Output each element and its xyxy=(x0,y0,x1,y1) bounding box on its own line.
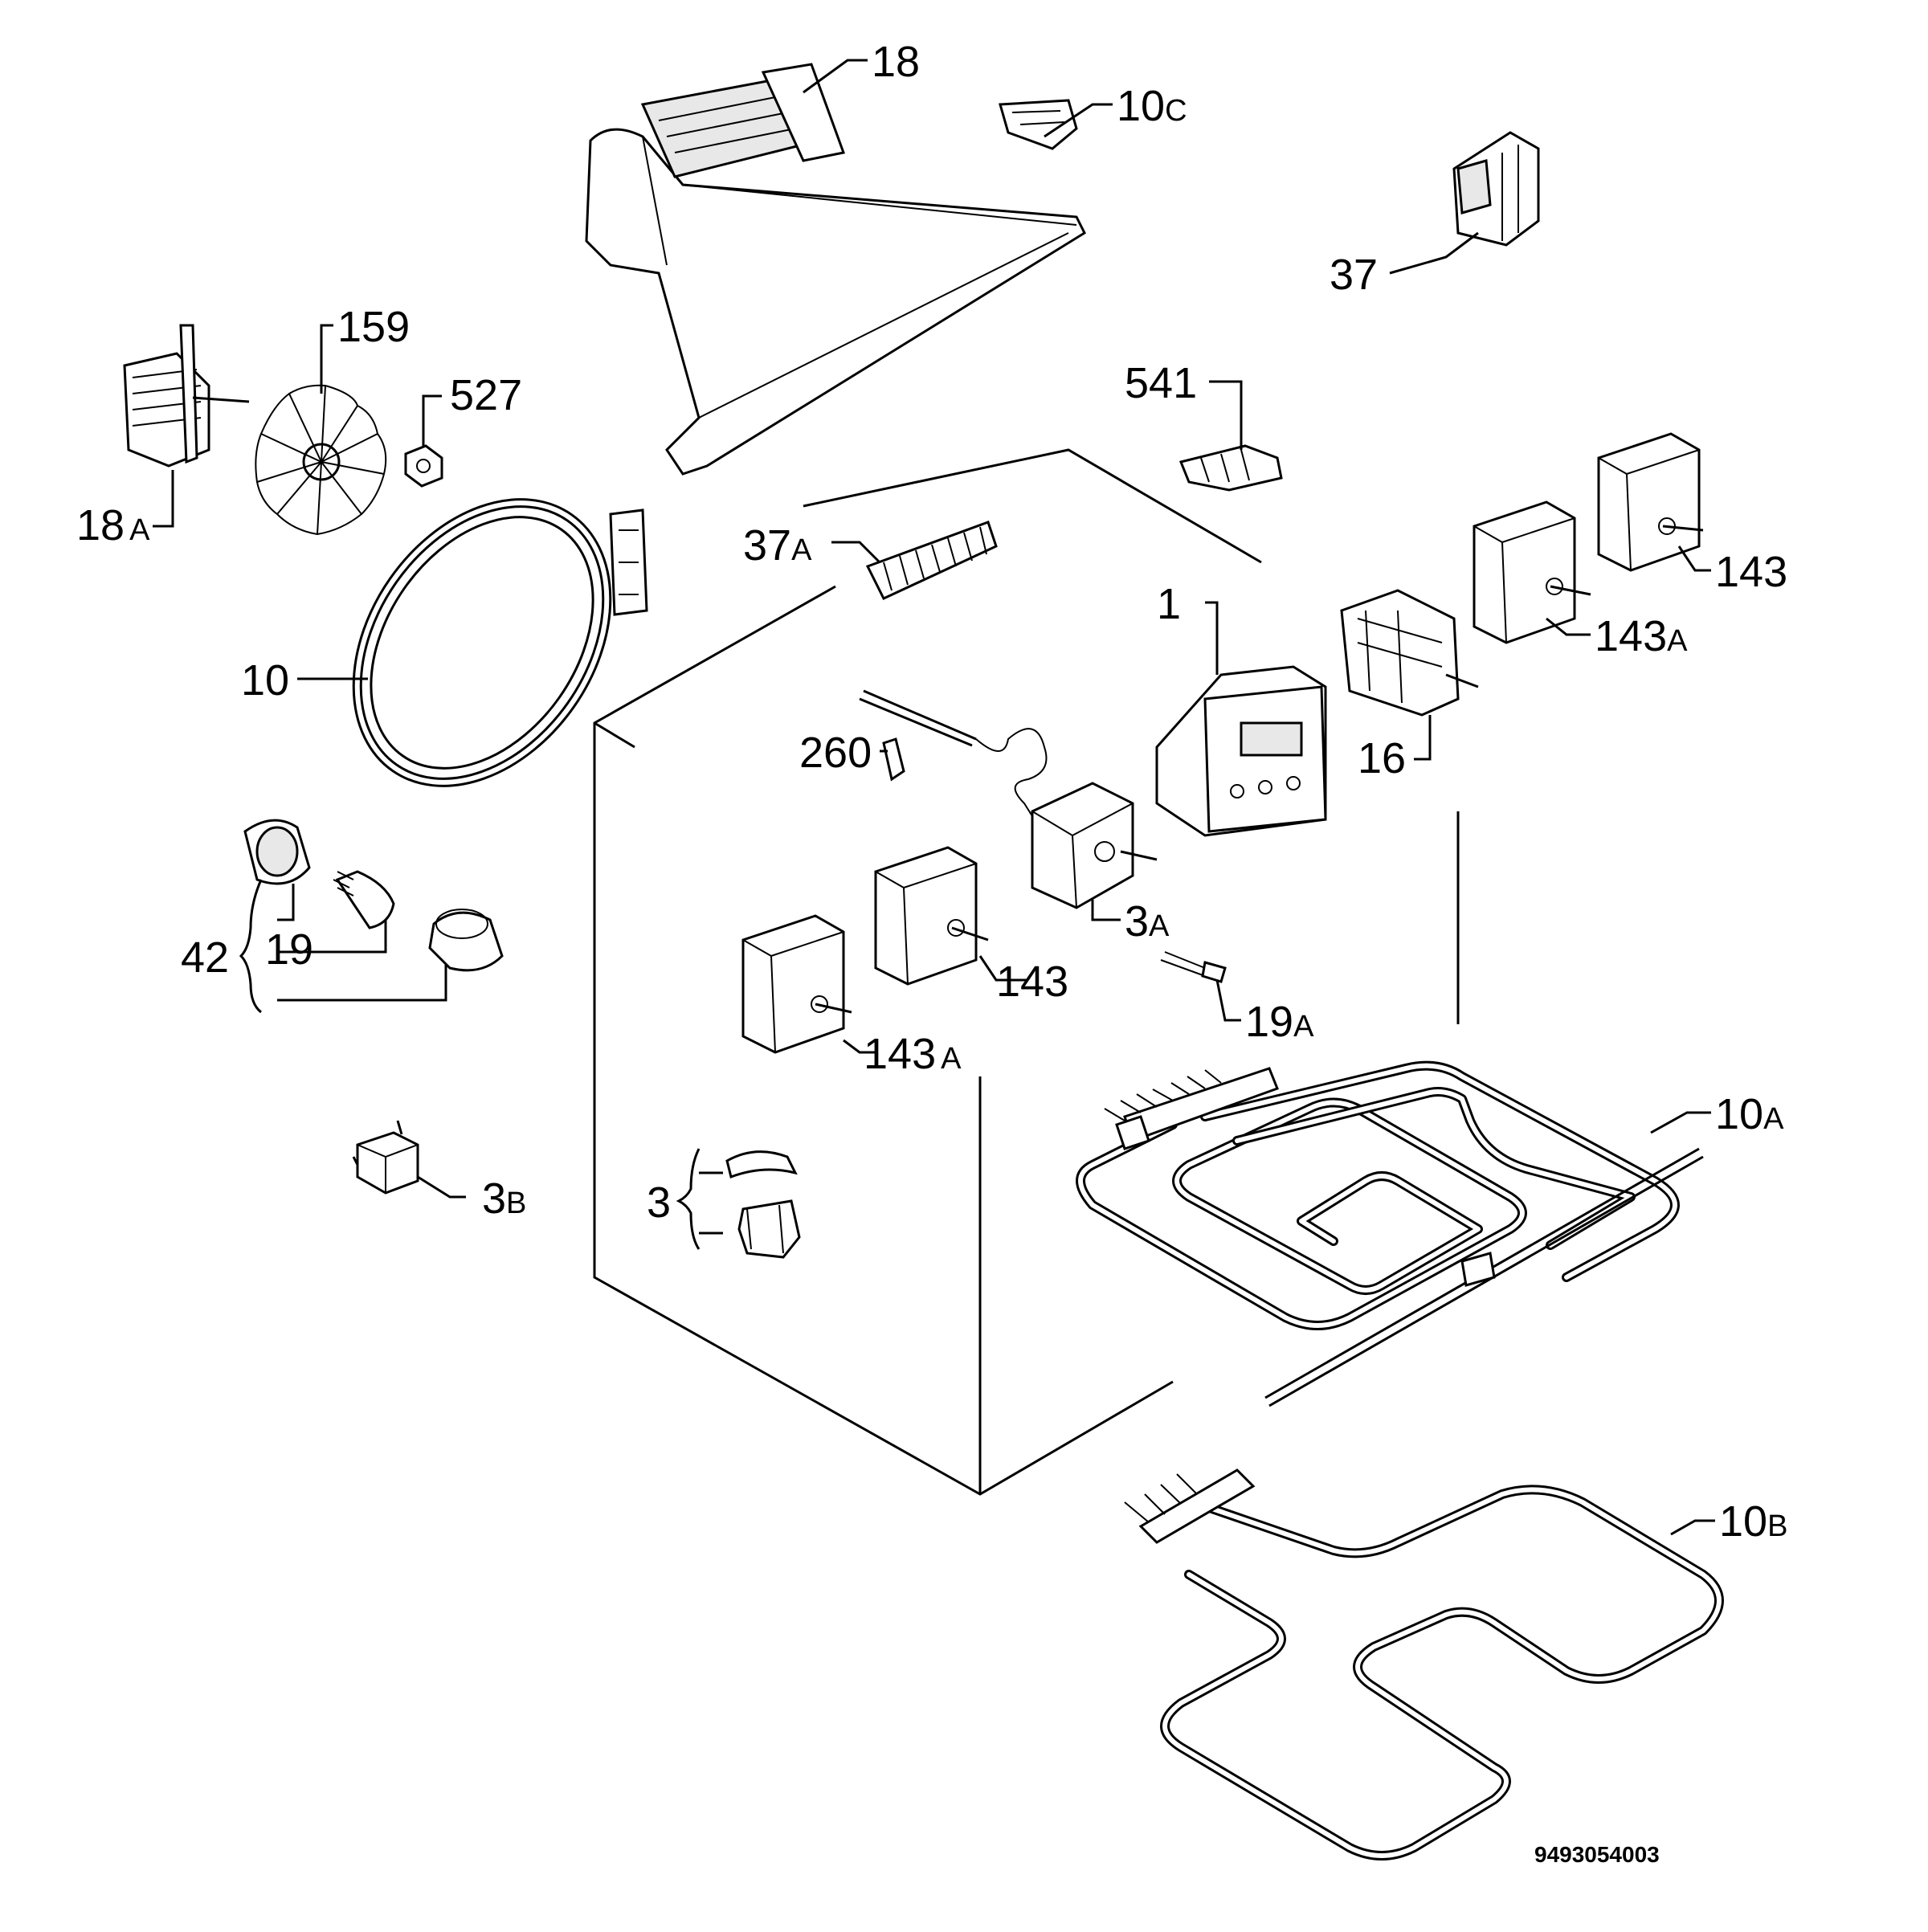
thermostat-3a-part xyxy=(1031,782,1158,909)
energy-regulator-143-center-part xyxy=(874,846,989,986)
sensor-19a-part xyxy=(1160,951,1227,983)
label-10c: 10C xyxy=(1117,82,1187,130)
label-16: 16 xyxy=(1358,734,1406,782)
label-1: 1 xyxy=(1157,580,1181,628)
terminal-strip-37a-part xyxy=(865,521,998,600)
base-element-part xyxy=(1124,1468,1724,1861)
document-number: 9493054003 xyxy=(1534,1842,1660,1867)
label-527: 527 xyxy=(450,371,522,419)
energy-regulator-143-right-part xyxy=(1597,432,1704,572)
circular-element-part xyxy=(352,498,648,787)
thermal-cutout-3-part xyxy=(725,1150,801,1259)
thermal-cutout-3b-part xyxy=(352,1120,419,1195)
label-159: 159 xyxy=(337,303,410,351)
energy-regulator-143a-center-part xyxy=(741,914,852,1054)
fan-duct-part xyxy=(585,63,1086,476)
label-37: 37 xyxy=(1330,251,1378,299)
label-10: 10 xyxy=(241,656,289,705)
selector-switch-part xyxy=(1340,589,1479,717)
label-10a: 10A xyxy=(1715,1090,1784,1138)
label-260: 260 xyxy=(799,729,872,777)
electronic-timer-part xyxy=(1155,665,1327,837)
terminal-block-37-part xyxy=(1452,131,1540,247)
lamp-assembly-part xyxy=(243,819,504,972)
label-19a: 19A xyxy=(1245,998,1314,1046)
fan-motor-part xyxy=(123,324,250,468)
label-19: 19 xyxy=(265,925,313,974)
label-3a: 3A xyxy=(1125,897,1170,946)
grill-element-part xyxy=(1076,1060,1704,1407)
label-18: 18 xyxy=(872,38,920,86)
connector-10c-part xyxy=(999,99,1078,150)
label-10b: 10B xyxy=(1719,1497,1787,1546)
oven-cavity-outline xyxy=(593,448,1460,1496)
label-3b: 3B xyxy=(482,1174,526,1223)
energy-regulator-143a-right-part xyxy=(1473,500,1591,644)
label-42: 42 xyxy=(181,933,229,982)
label-143-right: 143 xyxy=(1715,548,1787,596)
label-541: 541 xyxy=(1125,359,1197,407)
label-143a-right: 143A xyxy=(1595,612,1688,660)
bracket-541-part xyxy=(1178,444,1283,492)
nut-part xyxy=(404,444,443,488)
thermostat-probe-part xyxy=(859,689,1048,836)
leader-lines xyxy=(153,59,1715,1536)
label-3: 3 xyxy=(647,1178,671,1227)
label-143-center: 143 xyxy=(996,958,1068,1006)
label-37a: 37A xyxy=(743,521,812,570)
fan-blade-part xyxy=(255,384,387,536)
